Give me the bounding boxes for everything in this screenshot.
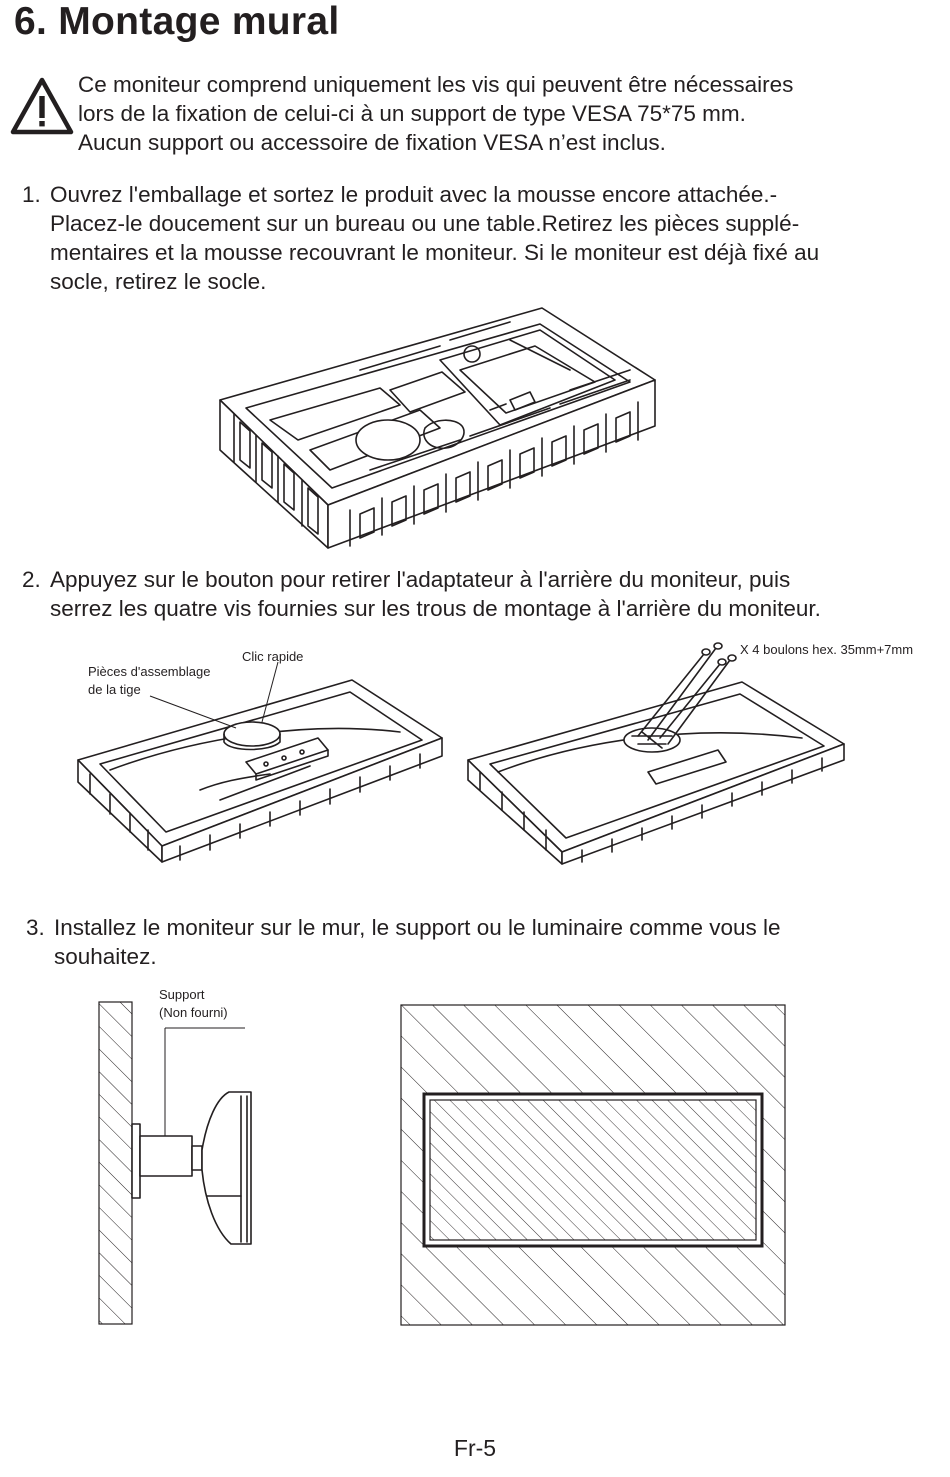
step-number: 1. [22,182,41,207]
monitor-back-with-adapter-illustration [77,661,443,863]
step-number: 3. [26,915,45,940]
label-quick-click: Clic rapide [242,649,304,664]
step-line: Ouvrez l'emballage et sortez le produit … [50,182,778,207]
step-line: serrez les quatre vis fournies sur les t… [50,596,821,621]
step-3: 3. Installez le moniteur sur le mur, le … [26,913,947,973]
step-line: Installez le moniteur sur le mur, le sup… [54,915,781,940]
step-line: souhaitez. [54,944,157,969]
step-number: 2. [22,567,41,592]
step-1: 1. Ouvrez l'emballage et sortez le produ… [22,180,947,300]
label-stand-parts: Pièces d'assemblage de la tige [88,664,211,697]
packaging-foam-illustration [219,307,656,549]
wall-mount-front-view-illustration [400,1004,786,1326]
warning-line: lors de la fixation de celui-ci à un sup… [78,101,746,126]
warning-line: Aucun support ou accessoire de fixation … [78,130,666,155]
step-line: Appuyez sur le bouton pour retirer l'ada… [50,567,791,592]
step-line: mentaires et la mousse recouvrant le mon… [50,240,820,265]
step-line: Placez-le doucement sur un bureau ou une… [50,211,800,236]
label-support-not-supplied: Support (Non fourni) [159,987,228,1020]
warning-triangle-icon [10,77,74,135]
warning-line: Ce moniteur comprend uniquement les vis … [78,72,794,97]
label-hex-bolts: X 4 boulons hex. 35mm+7mm [740,642,914,657]
page-title: 6. Montage mural [14,0,340,43]
page-number: Fr-5 [453,1435,497,1461]
step-2: 2. Appuyez sur le bouton pour retirer l'… [22,565,947,625]
monitor-back-with-screws-illustration [467,642,845,865]
wall-mount-side-view-illustration [98,1001,252,1325]
step-line: socle, retirez le socle. [50,269,267,294]
warning-text: Ce moniteur comprend uniquement les vis … [78,70,938,157]
